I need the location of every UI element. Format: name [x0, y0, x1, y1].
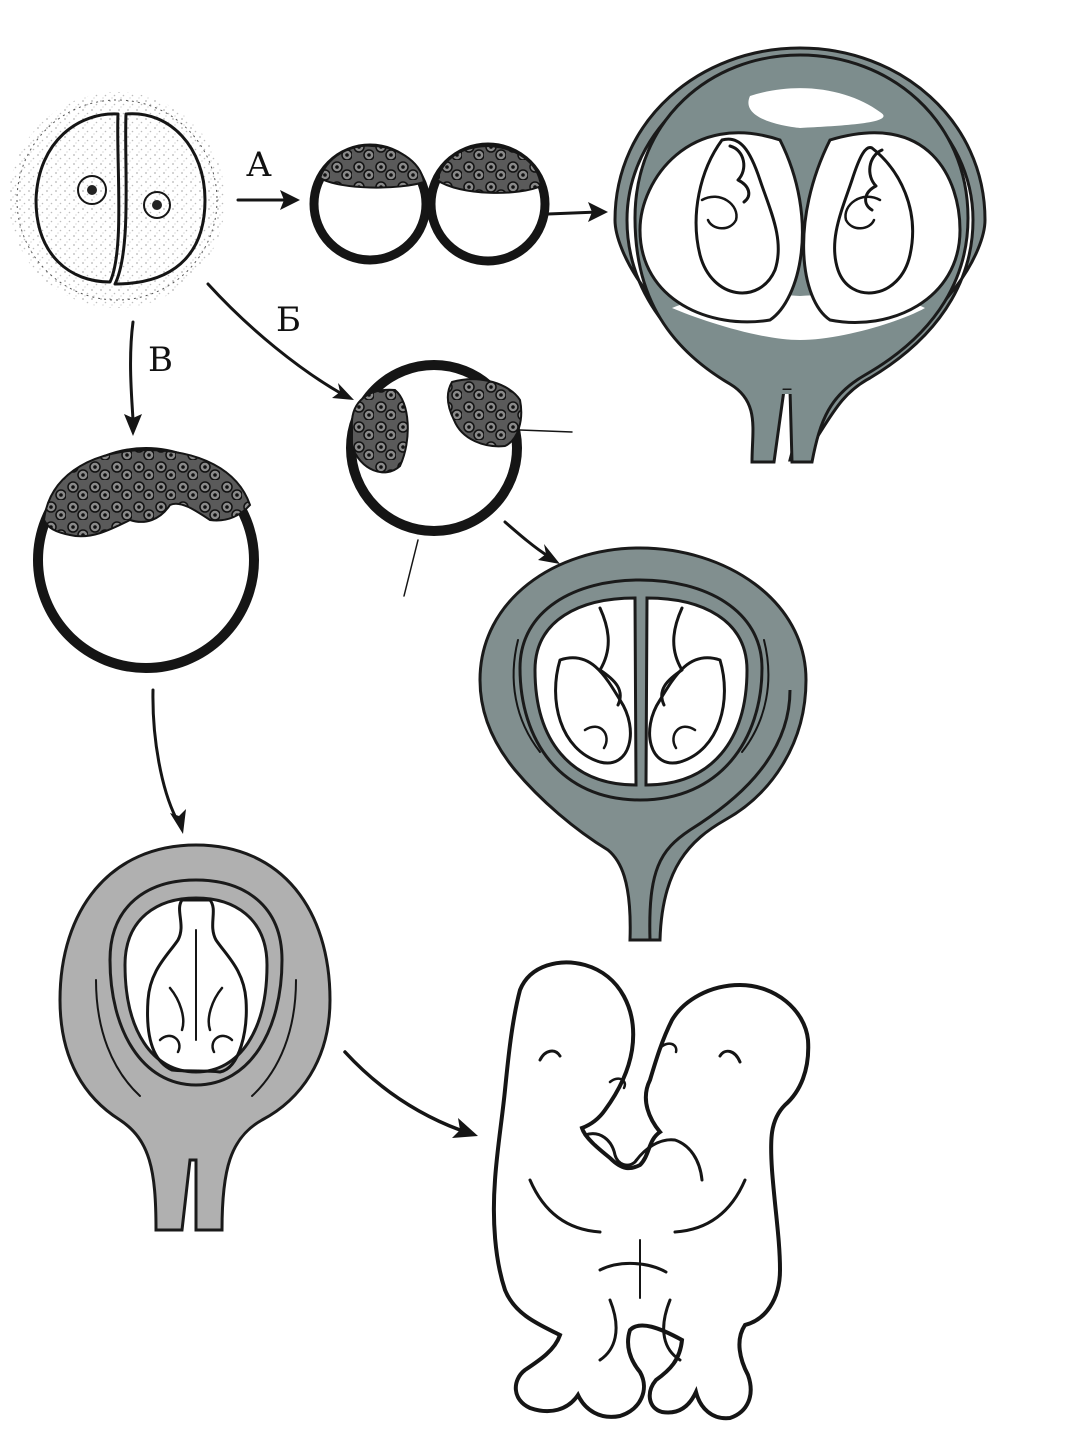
arrow-b-to-shared-blastocyst [206, 282, 354, 400]
uterus-conjoined [58, 843, 332, 1232]
two-cell-zygote [9, 92, 225, 308]
conjoined-twins-illustration [491, 960, 811, 1421]
arrow-v-down [124, 320, 142, 436]
arrow-shared-blastocyst-to-placenta [503, 520, 560, 564]
arrow-blastocysts-to-separate-placentas [546, 202, 608, 222]
uterus-shared-placenta [478, 546, 808, 942]
label-v: В [148, 340, 173, 380]
blastocyst-single-mass [33, 447, 259, 673]
arrow-a-to-blastocysts [236, 190, 300, 210]
uterus-separate-placentas [613, 46, 987, 464]
label-a: А [246, 145, 272, 185]
arrow-conjoined-sac-to-conjoined-twins [343, 1050, 478, 1138]
label-b: Б [276, 300, 301, 340]
blastocyst-two-inner-masses [346, 360, 573, 597]
blastocyst-left [309, 143, 431, 265]
arrow-blastocyst-to-conjoined-sac [151, 688, 186, 834]
blastocyst-right [426, 142, 550, 266]
